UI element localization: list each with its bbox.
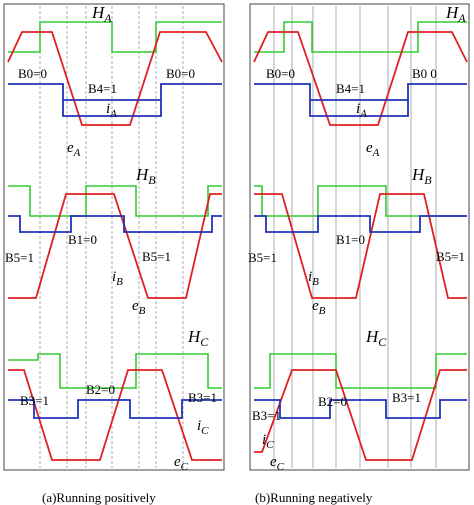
phase-current-label: iB xyxy=(308,269,319,288)
hall-signal-label: HB xyxy=(135,165,156,187)
back-emf-label: eC xyxy=(270,454,285,473)
phase-row-b: B5=1 B1=0B5=1 HB iB eB xyxy=(5,165,222,317)
state-block-label: B4=1 xyxy=(88,81,117,96)
phase-current-waveform xyxy=(309,100,409,117)
hall-signal-label: HC xyxy=(187,327,209,349)
hall-signal-label: HA xyxy=(445,3,466,25)
state-block-label: B2=0 xyxy=(86,382,115,397)
back-emf-waveform xyxy=(254,193,467,299)
state-block-label: B3=1 xyxy=(188,390,217,405)
phase-row-b: B5=1 B1=0B5=1 HB iB eB xyxy=(248,165,467,317)
back-emf-label: eA xyxy=(366,140,380,159)
state-block-label: B5=1 xyxy=(248,250,277,265)
panel-negative: B0=0B4=1 B0 0 HA iA eA B5=1 B1=0B5=1 HB iB eB B3=1… xyxy=(248,3,470,505)
state-block-label: B5=1 xyxy=(142,249,171,264)
state-block-label: B5=1 xyxy=(436,249,465,264)
state-block-label: B1=0 xyxy=(336,232,365,247)
panel-frame xyxy=(249,3,470,471)
state-block-label: B3=1 xyxy=(20,393,49,408)
phase-current-waveform xyxy=(8,83,222,101)
back-emf-waveform xyxy=(254,369,467,461)
phase-current-label: iA xyxy=(106,101,117,120)
phase-current-label: iA xyxy=(356,101,367,120)
panel-caption: (a)Running positively xyxy=(42,490,156,505)
back-emf-label: eB xyxy=(132,298,146,317)
phase-current-waveform xyxy=(254,215,467,233)
state-block-label: B4=1 xyxy=(336,81,365,96)
hall-signal-waveform xyxy=(8,21,222,53)
phase-current-label: iC xyxy=(197,418,209,437)
state-block-label: B1=0 xyxy=(68,232,97,247)
phase-current-waveform xyxy=(254,83,467,101)
phase-current-waveform xyxy=(8,399,222,419)
panel-frame xyxy=(3,3,225,471)
phase-current-label: iC xyxy=(262,432,274,451)
back-emf-waveform xyxy=(8,369,222,461)
panel-caption: (b)Running negatively xyxy=(255,490,373,505)
state-block-label: B0=0 xyxy=(18,66,47,81)
back-emf-label: eB xyxy=(312,298,326,317)
phase-current-waveform xyxy=(62,100,162,117)
back-emf-waveform xyxy=(8,193,222,299)
phase-current-label: iB xyxy=(112,269,123,288)
state-block-label: B0=0 xyxy=(266,66,295,81)
hall-signal-label: HB xyxy=(411,165,432,187)
back-emf-waveform xyxy=(253,31,468,126)
state-block-label: B0=0 xyxy=(166,66,195,81)
state-block-label: B2=0 xyxy=(318,394,347,409)
state-block-label: B3=1 xyxy=(252,408,281,423)
state-block-label: B5=1 xyxy=(5,250,34,265)
hall-signal-waveform xyxy=(254,21,467,53)
hall-signal-waveform xyxy=(254,185,467,217)
state-block-label: B3=1 xyxy=(392,390,421,405)
phase-current-waveform xyxy=(8,215,222,233)
hall-signal-waveform xyxy=(8,353,222,389)
back-emf-waveform xyxy=(7,31,223,126)
phase-current-waveform xyxy=(254,399,467,419)
back-emf-label: eC xyxy=(174,454,189,473)
phase-row-a: B0=0B4=1 B0 0 HA iA eA xyxy=(253,3,468,159)
phase-row-c: B3=1 B2=0B3=1 HC iC eC xyxy=(8,327,222,473)
hall-signal-label: HC xyxy=(365,327,387,349)
state-block-label: B0 0 xyxy=(412,66,437,81)
panel-positive: B0=0B4=1 B0=0 HA iA eA B5=1 B1=0B5=1 HB iB eB B3=1… xyxy=(3,3,225,505)
hall-signal-label: HA xyxy=(91,3,112,25)
phase-row-a: B0=0B4=1 B0=0 HA iA eA xyxy=(7,3,223,159)
back-emf-label: eA xyxy=(67,140,81,159)
